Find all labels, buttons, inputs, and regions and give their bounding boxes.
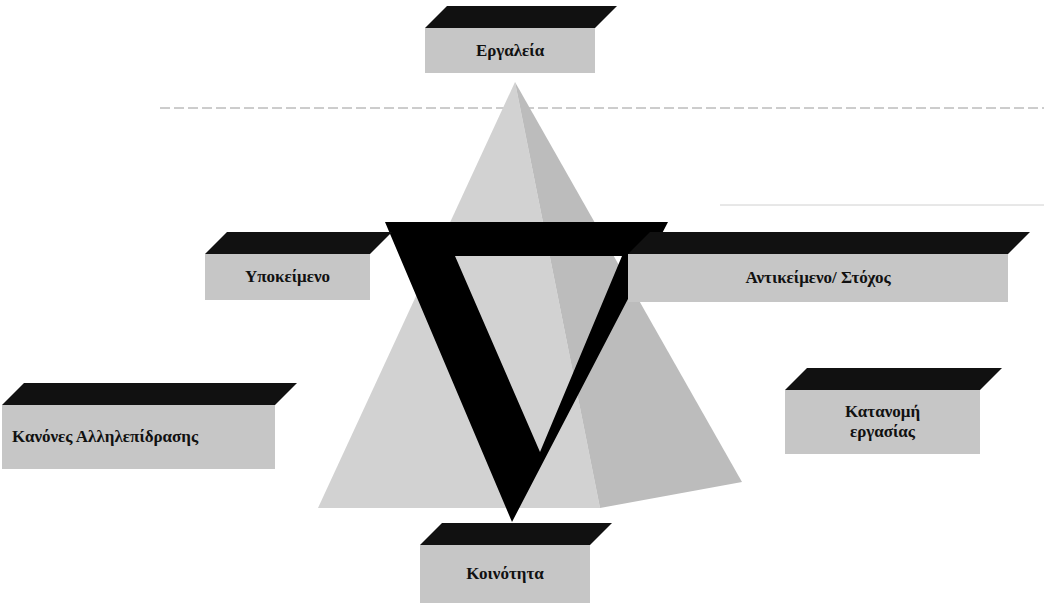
faint-guide-line	[720, 205, 1044, 206]
activity-component-box: Κοινότητα	[420, 545, 590, 603]
box-label: Κανόνες Αλληλεπίδρασης	[12, 427, 198, 447]
box-top-face-shape	[2, 383, 297, 405]
box-top-face	[628, 232, 1030, 254]
box-label: Κοινότητα	[466, 564, 544, 584]
inverted-triangle	[385, 222, 668, 522]
box-top-face-shape	[628, 232, 1030, 254]
activity-component-box: Αντικείμενο/ Στόχος	[628, 254, 1008, 302]
box-top-face-shape	[205, 232, 392, 254]
box-label: Κατανομή εργασίας	[825, 402, 940, 441]
activity-component-box: Κατανομή εργασίας	[785, 390, 980, 454]
box-label: Υποκείμενο	[245, 267, 330, 287]
box-top-face	[785, 368, 1002, 390]
activity-component-box: Κανόνες Αλληλεπίδρασης	[2, 405, 275, 469]
activity-component-box: Εργαλεία	[425, 28, 595, 73]
box-top-face	[425, 6, 617, 28]
box-top-face	[420, 523, 612, 545]
box-top-face	[205, 232, 392, 254]
box-top-face-shape	[420, 523, 612, 545]
box-label: Εργαλεία	[476, 41, 544, 61]
box-top-face	[2, 383, 297, 405]
box-top-face-shape	[785, 368, 1002, 390]
activity-component-box: Υποκείμενο	[205, 254, 370, 300]
box-top-face-shape	[425, 6, 617, 28]
box-label: Αντικείμενο/ Στόχος	[745, 268, 890, 288]
dashed-guide-line	[160, 108, 1044, 109]
